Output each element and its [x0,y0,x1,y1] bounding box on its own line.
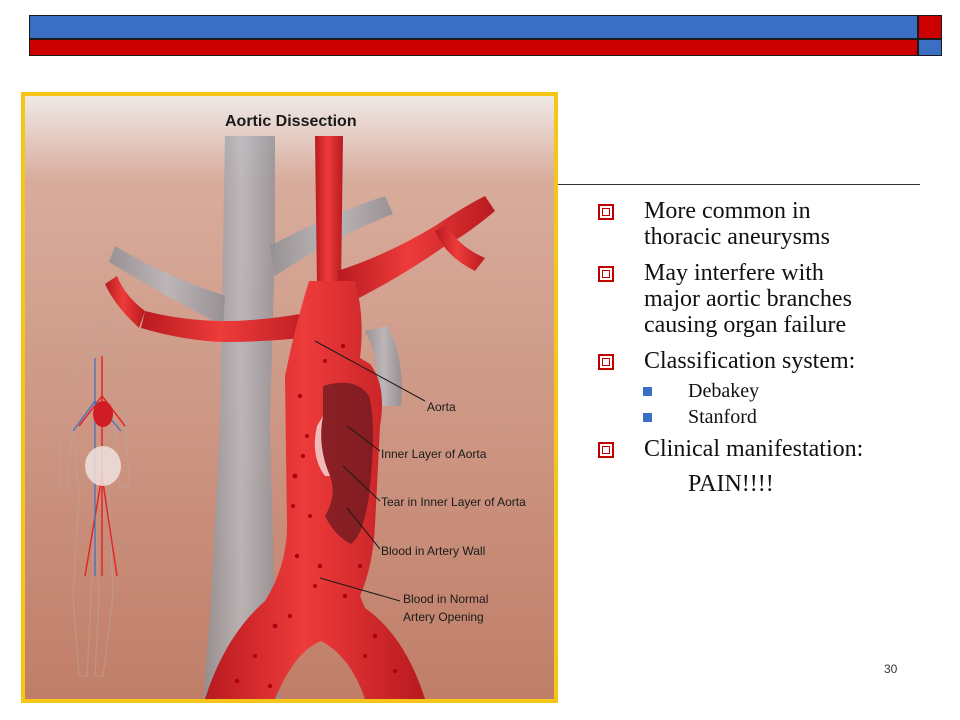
square-bullet-icon [643,413,652,422]
figure-title: Aortic Dissection [225,113,357,130]
label-aorta: Aorta [427,400,456,414]
label-tear: Tear in Inner Layer of Aorta [381,495,526,509]
pain-emphasis: PAIN!!!! [688,471,774,497]
header-square-blue [918,39,942,56]
aortic-dissection-illustration: Aortic Dissection Aorta Inner Layer of A… [21,92,558,703]
header-bar-blue [29,15,918,39]
checkbox-bullet-icon [598,204,614,220]
label-blood-normal-1: Blood in Normal [403,592,488,606]
bullet-list: More common in thoracic aneurysms May in… [598,198,928,498]
title-divider [558,184,920,185]
checkbox-bullet-icon [598,442,614,458]
header-bar-red [29,39,918,56]
label-inner-layer: Inner Layer of Aorta [381,447,487,461]
bullet-item: May interfere with major aortic branches… [598,260,928,338]
square-bullet-icon [643,387,652,396]
label-blood-normal-2: Artery Opening [403,610,484,624]
bullet-item: Classification system: [598,348,928,374]
header-bars [29,15,942,56]
page-number: 30 [884,662,898,676]
header-square-red [918,15,942,39]
bullet-item: Clinical manifestation: [598,436,928,462]
aortic-dissection-graphic: Aortic Dissection Aorta Inner Layer of A… [25,96,554,699]
sub-bullet-item: Stanford [598,404,928,430]
checkbox-bullet-icon [598,354,614,370]
checkbox-bullet-icon [598,266,614,282]
sub-bullet-item: Debakey [598,378,928,404]
label-blood-wall: Blood in Artery Wall [381,544,485,558]
bullet-item: More common in thoracic aneurysms [598,198,928,250]
